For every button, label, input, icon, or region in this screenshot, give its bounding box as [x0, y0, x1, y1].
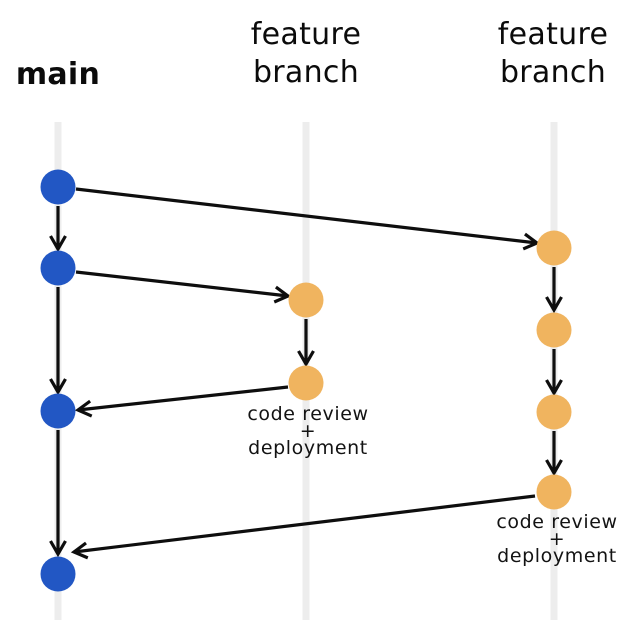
branch-label-line: branch [252, 55, 360, 90]
branch-label-feature-1: feature branch [251, 16, 361, 92]
commit-node-f1a [288, 282, 324, 318]
edge-merge-f1b-m3 [74, 385, 289, 418]
commit-node-f2b [536, 312, 572, 348]
commit-node-f2a [536, 230, 572, 266]
commit-node-m2 [40, 250, 76, 286]
commit-edges [49, 187, 563, 560]
edge-branch-m2-f1a [75, 270, 292, 304]
branch-label-line: main [15, 57, 101, 92]
commit-node-m1 [40, 169, 76, 205]
branch-label-line: feature [250, 17, 362, 52]
branch-label-main: main [16, 56, 100, 94]
commit-node-m3 [40, 393, 76, 429]
commit-node-f2c [536, 394, 572, 430]
branch-label-line: branch [499, 55, 607, 90]
annotation-line: + [548, 528, 566, 550]
branch-label-feature-2: feature branch [498, 16, 608, 92]
commit-node-f1b [288, 365, 324, 401]
annotation-line: + [299, 420, 317, 442]
commit-node-m4 [40, 556, 76, 592]
branch-label-line: feature [497, 17, 609, 52]
annotation-code-review-deployment-feature-1: code review + deployment [247, 403, 369, 459]
commit-node-f2d [536, 474, 572, 510]
edge-merge-f2d-m4 [70, 494, 536, 560]
annotation-line: deployment [248, 437, 368, 459]
annotation-line: code review [496, 511, 618, 533]
annotation-line: code review [247, 403, 369, 425]
commit-nodes [40, 169, 572, 592]
annotation-code-review-deployment-feature-2: code review + deployment [496, 511, 618, 567]
annotation-line: deployment [497, 545, 617, 567]
edge-branch-m1-f2a [75, 187, 541, 251]
